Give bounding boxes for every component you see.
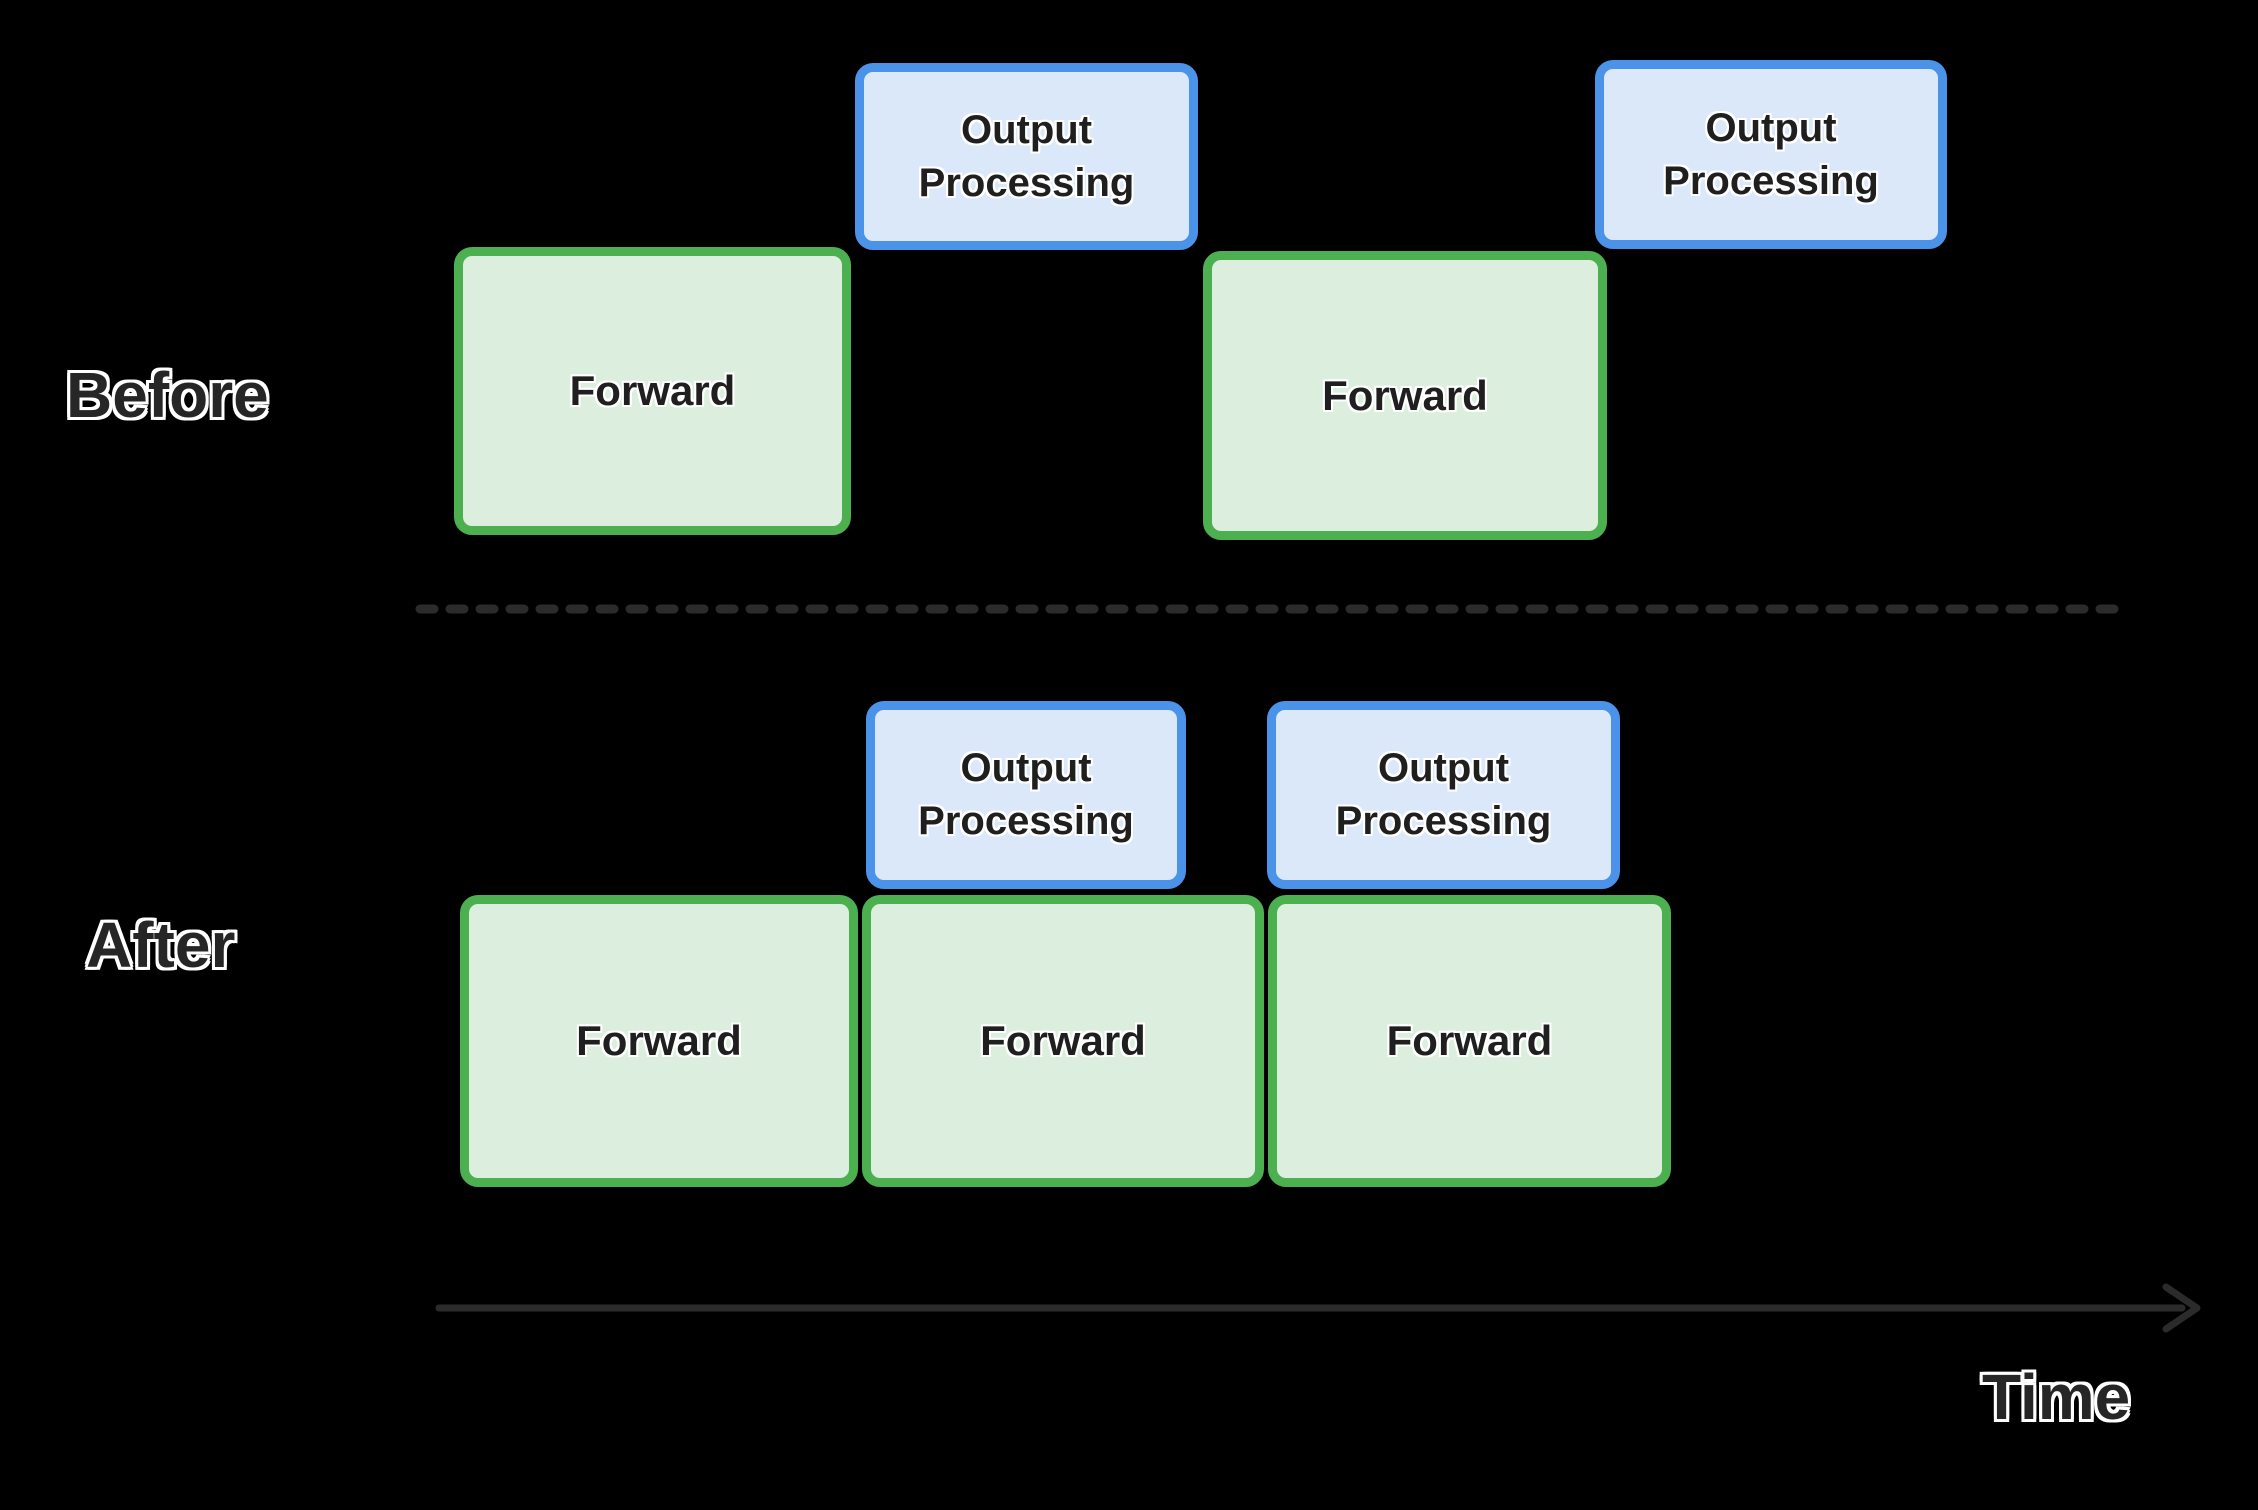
after-output-processing-2: Output Processing [1267, 701, 1620, 889]
box-label: Output Processing [1335, 746, 1552, 843]
after-label: After [86, 909, 236, 981]
box-label: Output Processing [918, 746, 1134, 843]
box-label: Output Processing [918, 107, 1135, 205]
dashed-divider-line [415, 604, 2130, 614]
before-forward-2: Forward [1203, 251, 1607, 540]
after-output-processing-1: Output Processing [866, 701, 1186, 889]
after-forward-3: Forward [1268, 895, 1671, 1187]
box-label: Forward [576, 1017, 742, 1064]
before-output-processing-1: Output Processing [855, 63, 1198, 250]
time-axis-arrow [435, 1283, 2201, 1333]
time-axis-label: Time [1982, 1361, 2131, 1433]
before-output-processing-2: Output Processing [1595, 60, 1947, 249]
after-forward-1: Forward [460, 895, 858, 1187]
box-label: Forward [980, 1017, 1146, 1064]
box-label: Forward [1322, 371, 1488, 419]
after-forward-2: Forward [862, 895, 1264, 1187]
before-label: Before [66, 359, 269, 431]
box-label: Output Processing [1663, 105, 1879, 203]
box-label: Forward [569, 367, 736, 414]
box-label: Forward [1386, 1017, 1553, 1064]
before-forward-1: Forward [454, 247, 851, 535]
